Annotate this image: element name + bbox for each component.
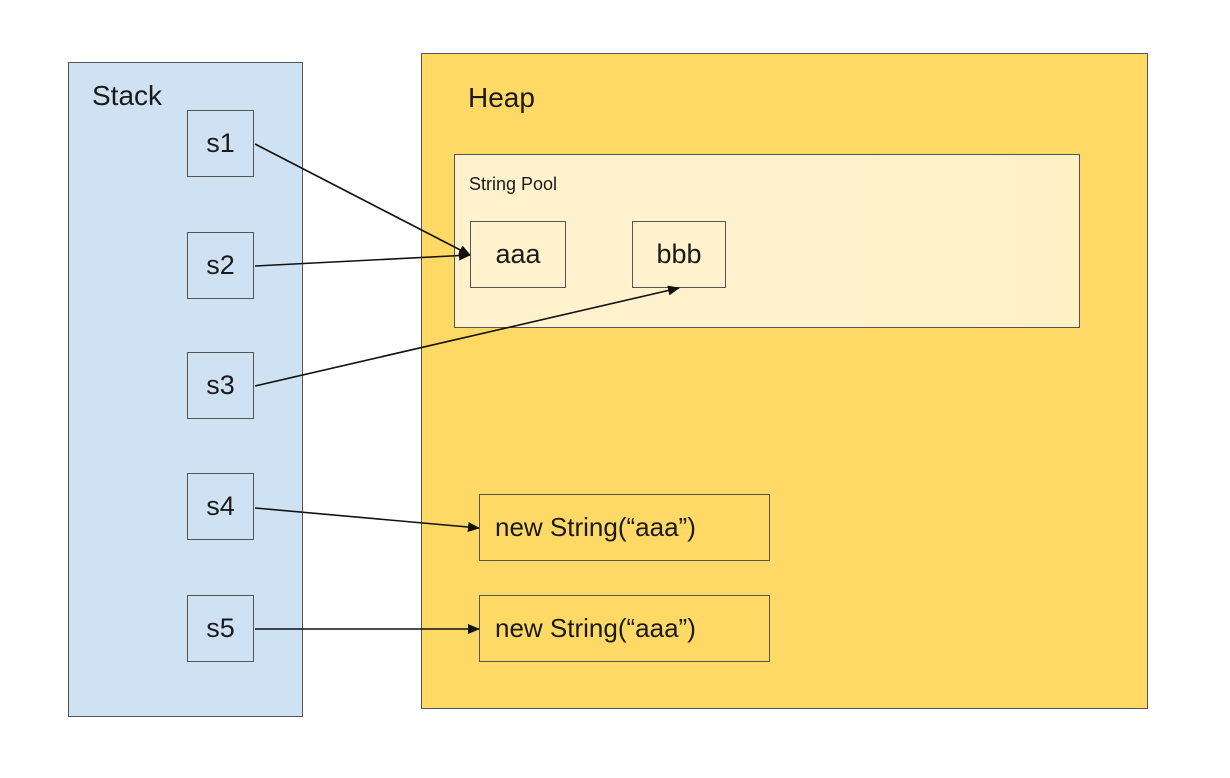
stack-var-s2: s2	[187, 232, 254, 299]
stack-var-s1: s1	[187, 110, 254, 177]
stack-var-s3: s3	[187, 352, 254, 419]
stack-region	[68, 62, 303, 717]
stack-title: Stack	[92, 80, 163, 111]
heap-title: Heap	[468, 82, 535, 113]
stack-var-s5: s5	[187, 595, 254, 662]
heap-object-1: new String(“aaa”)	[479, 494, 770, 561]
string-pool-title: String Pool	[469, 174, 558, 194]
stack-var-s4: s4	[187, 473, 254, 540]
pool-literal-aaa: aaa	[470, 221, 566, 288]
heap-object-2: new String(“aaa”)	[479, 595, 770, 662]
pool-literal-bbb: bbb	[632, 221, 726, 288]
